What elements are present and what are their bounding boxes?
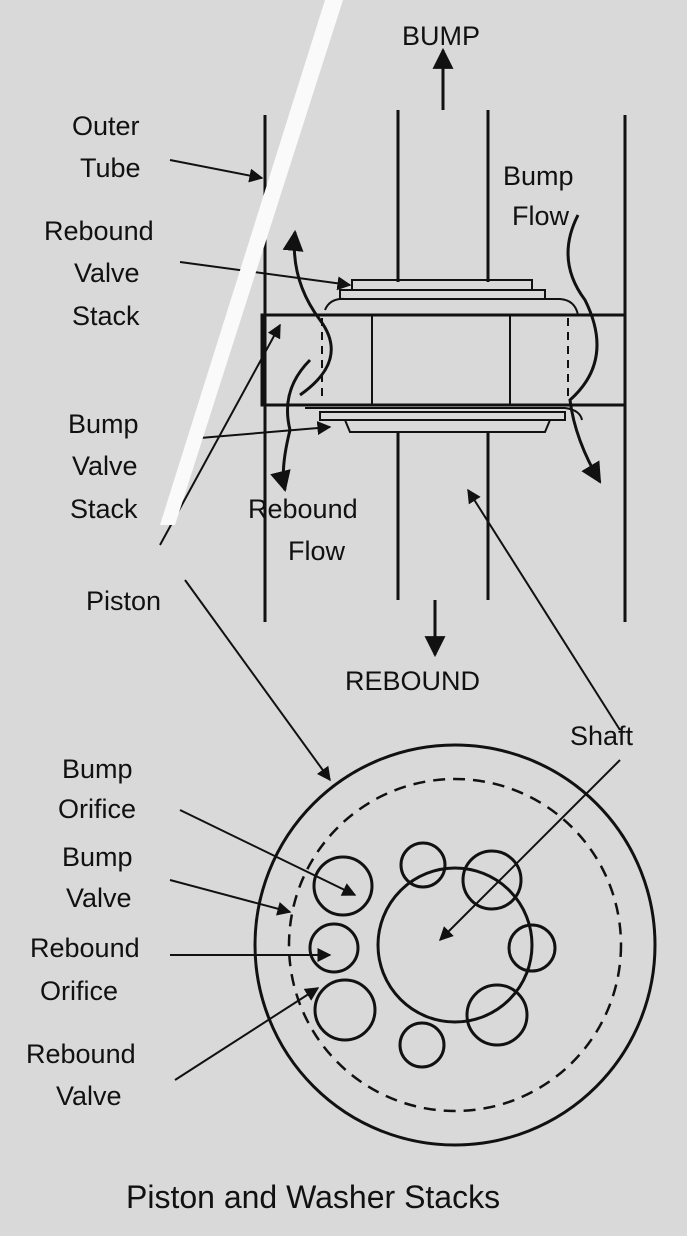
bump-valve-stack-label: Bump	[68, 409, 139, 439]
shaft-upper-leader	[467, 488, 621, 731]
shaft-lower-leader	[439, 759, 621, 941]
piston-body	[260, 313, 627, 407]
scan-artifact-stripe	[160, 0, 343, 525]
rebound-orifice	[399, 841, 447, 889]
bump-label: BUMP	[402, 21, 480, 51]
bump-orifice-label: Orifice	[58, 794, 136, 824]
outer-tube-leader	[169, 159, 264, 183]
rebound-label: REBOUND	[345, 666, 480, 696]
shaft-upper	[396, 110, 490, 282]
rebound-valve-leader	[174, 987, 320, 1081]
outer-tube-label: Tube	[80, 153, 141, 183]
rebound-valve-stack-label: Stack	[72, 301, 140, 331]
rebound-valve-stack-leader	[179, 261, 352, 291]
bump-valve-stack-leader	[199, 421, 332, 439]
rebound-valve-label: Rebound	[26, 1039, 136, 1069]
side-view	[159, 47, 627, 731]
bump-valve-label: Bump	[62, 842, 133, 872]
rebound-flow-label: Rebound	[248, 494, 358, 524]
bump-orifice-label: Bump	[62, 754, 133, 784]
piston-lower-leader	[184, 579, 331, 782]
outer-tube-label: Outer	[72, 111, 140, 141]
bump-flow-label: Bump	[503, 161, 574, 191]
shaft-circle	[376, 866, 534, 1024]
bump-orifice	[465, 983, 529, 1047]
bump-valve-stack-label: Valve	[72, 451, 138, 481]
bump-flow-arrow	[566, 214, 602, 484]
rebound-orifice-label: Rebound	[30, 933, 140, 963]
rebound-orifice	[507, 923, 557, 973]
rebound-valve-stack-label: Rebound	[44, 216, 154, 246]
piston-label: Piston	[86, 586, 161, 616]
bump-orifice-leader	[179, 809, 357, 896]
bump-valve-stack	[305, 407, 583, 433]
bump-valve-label: Valve	[66, 883, 132, 913]
rebound-flow-arrow	[270, 358, 312, 493]
shaft-label: Shaft	[570, 721, 634, 751]
shaft-lower	[396, 432, 490, 600]
bump-valve-stack-label: Stack	[70, 494, 138, 524]
piston-end-view	[169, 579, 657, 1147]
rebound-orifice	[398, 1021, 446, 1069]
bump-orifice	[313, 978, 377, 1042]
rebound-orifice	[308, 922, 360, 974]
rebound-orifice-label: Orifice	[40, 976, 118, 1006]
rebound-valve-label: Valve	[56, 1081, 122, 1111]
bump-valve-leader	[169, 879, 292, 916]
rebound-flow-path-left	[282, 229, 333, 397]
rebound-valve-stack-label: Valve	[74, 258, 140, 288]
rebound-valve-stack	[324, 279, 579, 316]
valve-outline	[287, 777, 623, 1113]
piston-outline	[253, 743, 657, 1147]
bump-orifice	[461, 849, 523, 911]
figure-caption: Piston and Washer Stacks	[126, 1179, 500, 1215]
bump-orifice	[312, 855, 374, 917]
bump-flow-label: Flow	[512, 201, 570, 231]
rebound-flow-label: Flow	[288, 536, 346, 566]
